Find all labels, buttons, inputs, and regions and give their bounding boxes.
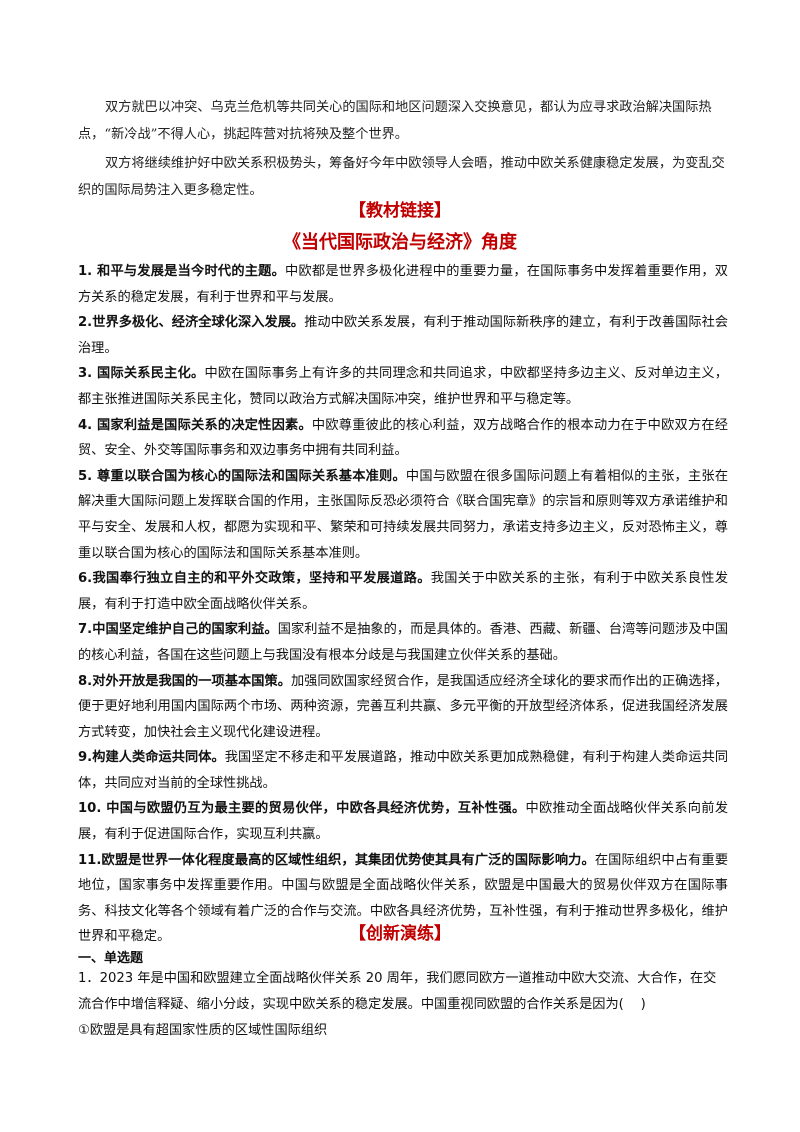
intro-paragraph-1: 双方就巴以冲突、乌克兰危机等共同关心的国际和地区问题深入交换意见，都认为应寻求政… xyxy=(78,100,712,142)
knowledge-point: 1. 和平与发展是当今时代的主题。中欧都是世界多极化进程中的重要力量，在国际事务… xyxy=(78,259,728,310)
point-text: 中欧尊重彼此的核心利益，双方战略合作的根本动力在于中欧双方在经贸、安全、外交等国… xyxy=(78,417,728,459)
point-text: 中欧推动全面战略伙伴关系向前发展，有利于促进国际合作，实现互利共赢。 xyxy=(78,801,729,843)
point-lead: 6.我国奉行独立自主的和平外交政策，坚持和平发展道路。 xyxy=(78,571,431,587)
point-lead: 7.中国坚定维护自己的国家利益。 xyxy=(78,622,278,638)
point-lead: 9.构建人类命运共同体。 xyxy=(78,750,225,766)
point-lead: 2.世界多极化、经济全球化深入发展。 xyxy=(78,315,305,331)
point-text: 中欧在国际事务上有许多的共同理念和共同追求，中欧都坚持多边主义、反对单边主义，都… xyxy=(78,366,728,407)
knowledge-point: 9.构建人类命运共同体。我国坚定不移走和平发展道路，推动中欧关系更加成熟稳健，有… xyxy=(78,745,728,796)
exercise-question: 1．2023 年是中国和欧盟建立全面战略伙伴关系 20 周年，我们愿同欧方一道推… xyxy=(78,971,717,1012)
section-heading-practice: 【创新演练】 xyxy=(349,924,451,944)
point-lead: 1. 和平与发展是当今时代的主题。 xyxy=(78,264,286,279)
point-text: 在国际组织中占有重要地位，国家事务中发挥重要作用。中国与欧盟是全面战略伙伴关系，… xyxy=(78,852,729,945)
section-heading-angle: 《当代国际政治与经济》角度 xyxy=(283,232,517,253)
knowledge-point: 4. 国家利益是国际关系的决定性因素。中欧尊重彼此的核心利益，双方战略合作的根本… xyxy=(78,413,728,464)
section-heading-textbook-link: 【教材链接】 xyxy=(349,201,451,221)
point-text: 我国关于中欧关系的主张，有利于中欧关系良性发展，有利于打造中欧全面战略伙伴关系。 xyxy=(78,571,729,612)
point-text: 中国与欧盟在很多国际问题上有着相似的主张，主张在解决重大国际问题上发挥联合国的作… xyxy=(78,468,729,561)
knowledge-point: 5. 尊重以联合国为核心的国际法和国际关系基本准则。中国与欧盟在很多国际问题上有… xyxy=(78,464,728,566)
point-text: 国家利益不是抽象的，而是具体的。香港、西藏、新疆、台湾等问题涉及中国的核心利益，… xyxy=(78,622,729,663)
knowledge-point: 7.中国坚定维护自己的国家利益。国家利益不是抽象的，而是具体的。香港、西藏、新疆… xyxy=(78,617,728,668)
point-lead: 3. 国际关系民主化。 xyxy=(78,366,205,382)
exercise-section-label: 一、单选题 xyxy=(78,951,144,966)
point-text: 中欧都是世界多极化进程中的重要力量，在国际事务中发挥着重要作用，双方关系的稳定发… xyxy=(78,264,728,305)
knowledge-point: 8.对外开放是我国的一项基本国策。加强同欧国家经贸合作，是我国适应经济全球化的要… xyxy=(78,669,728,746)
point-lead: 8.对外开放是我国的一项基本国策。 xyxy=(78,673,291,689)
exercise-option-1: ①欧盟是具有超国家性质的区域性国际组织 xyxy=(78,1023,328,1038)
knowledge-point: 6.我国奉行独立自主的和平外交政策，坚持和平发展道路。我国关于中欧关系的主张，有… xyxy=(78,566,728,617)
point-text: 加强同欧国家经贸合作，是我国适应经济全球化的要求而作出的正确选择，便于更好地利用… xyxy=(78,673,728,740)
point-lead: 11.欧盟是世界一体化程度最高的区域性组织，其集团优势使其具有广泛的国际影响力。 xyxy=(78,852,595,868)
intro-paragraph-2: 双方将继续维护好中欧关系积极势头，筹备好今年中欧领导人会晤，推动中欧关系健康稳定… xyxy=(78,156,725,198)
point-lead: 5. 尊重以联合国为核心的国际法和国际关系基本准则。 xyxy=(78,468,406,484)
knowledge-point: 10. 中国与欧盟仍互为最主要的贸易伙伴，中欧各具经济优势，互补性强。中欧推动全… xyxy=(78,796,728,847)
knowledge-point: 11.欧盟是世界一体化程度最高的区域性组织，其集团优势使其具有广泛的国际影响力。… xyxy=(78,848,728,950)
point-text: 推动中欧关系发展，有利于推动国际新秩序的建立，有利于改善国际社会治理。 xyxy=(78,315,729,356)
point-text: 我国坚定不移走和平发展道路，推动中欧关系更加成熟稳健，有利于构建人类命运共同体，… xyxy=(78,750,729,791)
knowledge-point: 3. 国际关系民主化。中欧在国际事务上有许多的共同理念和共同追求，中欧都坚持多边… xyxy=(78,361,728,412)
knowledge-point: 2.世界多极化、经济全球化深入发展。推动中欧关系发展，有利于推动国际新秩序的建立… xyxy=(78,310,728,361)
knowledge-points-list: 1. 和平与发展是当今时代的主题。中欧都是世界多极化进程中的重要力量，在国际事务… xyxy=(78,259,728,950)
point-lead: 4. 国家利益是国际关系的决定性因素。 xyxy=(78,417,312,433)
point-lead: 10. 中国与欧盟仍互为最主要的贸易伙伴，中欧各具经济优势，互补性强。 xyxy=(78,801,526,817)
